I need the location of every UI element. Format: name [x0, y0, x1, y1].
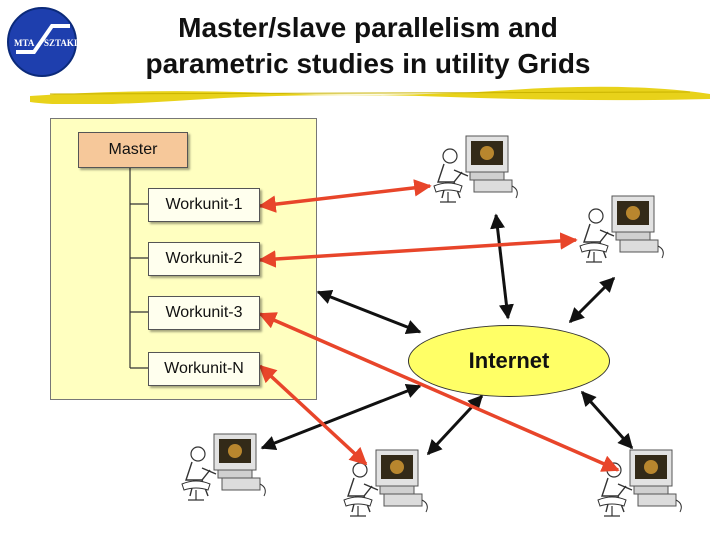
title-underline	[30, 86, 710, 104]
title-line-2: parametric studies in utility Grids	[145, 48, 591, 79]
internet-label: Internet	[468, 348, 550, 373]
computer-bottom-2	[343, 449, 429, 517]
internet-cloud: Internet	[408, 325, 610, 397]
arrow-workunitN	[258, 364, 368, 466]
workunit-2-node: Workunit-2	[148, 242, 260, 276]
title-line-1: Master/slave parallelism and	[178, 12, 558, 43]
computer-top-1	[433, 135, 519, 203]
workunit-n-node: Workunit-N	[148, 352, 260, 386]
logo-text-left: MTA	[14, 38, 35, 48]
arrow-workunit1	[258, 179, 432, 213]
arrow-internet-top2	[568, 276, 616, 324]
master-node: Master	[78, 132, 188, 168]
sztaki-logo: MTA SZTAKI	[7, 7, 78, 77]
arrow-internet-top1	[490, 213, 514, 320]
tree-connectors	[129, 166, 148, 369]
logo-text-right: SZTAKI	[44, 38, 78, 48]
arrow-workunit3	[258, 312, 620, 472]
computer-bottom-1	[181, 433, 267, 501]
slide-title: Master/slave parallelism and parametric …	[88, 10, 648, 82]
computer-bottom-3	[597, 449, 683, 517]
arrow-internet-bottom3	[580, 390, 634, 450]
arrow-workunit2	[258, 232, 578, 268]
arrow-internet-bottom2	[426, 394, 484, 456]
workunit-1-node: Workunit-1	[148, 188, 260, 222]
arrow-master-internet	[316, 289, 422, 335]
workunit-3-node: Workunit-3	[148, 296, 260, 330]
computer-top-2	[579, 195, 665, 263]
